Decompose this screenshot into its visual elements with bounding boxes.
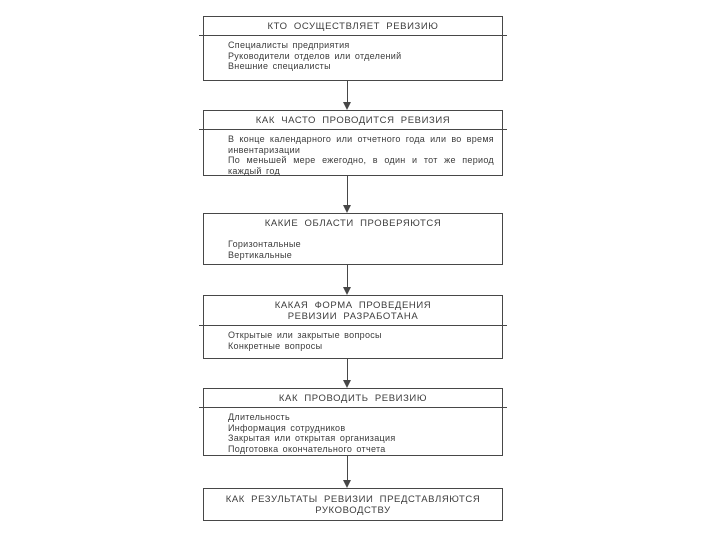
- flow-box-who-performs-audit: КТО ОСУЩЕСТВЛЯЕТ РЕВИЗИЮ Специалисты пред…: [199, 16, 507, 81]
- box-title-line: КАК ЧАСТО ПРОВОДИТСЯ РЕВИЗИЯ: [255, 115, 451, 126]
- box-title: КАК ПРОВОДИТЬ РЕВИЗИЮ: [204, 389, 502, 407]
- box-title: КАКИЕ ОБЛАСТИ ПРОВЕРЯЮТСЯ: [204, 214, 502, 232]
- box-item: Длительность: [228, 412, 290, 422]
- box-item: Информация сотрудников: [228, 422, 346, 433]
- box-title-line: КАКАЯ ФОРМА ПРОВЕДЕНИЯ: [274, 300, 432, 311]
- box-item: Руководители отделов или отделений: [228, 50, 402, 61]
- box-title: КТО ОСУЩЕСТВЛЯЕТ РЕВИЗИЮ: [204, 17, 502, 35]
- flow-box-how-often-audit: КАК ЧАСТО ПРОВОДИТСЯ РЕВИЗИЯ В конце кале…: [199, 110, 507, 179]
- title-separator-rule: [199, 325, 507, 326]
- box-item: Конкретные вопросы: [228, 340, 323, 351]
- down-arrow-connector: [343, 456, 352, 488]
- down-arrow-connector: [343, 176, 352, 213]
- box-item: Открытые или закрытые вопросы: [228, 330, 382, 340]
- arrow-head-icon: [343, 480, 351, 488]
- box-item: Подготовка окончательного отчета: [228, 443, 386, 454]
- arrow-head-icon: [343, 380, 351, 388]
- box-title-line: РЕВИЗИИ РАЗРАБОТАНА: [287, 311, 419, 322]
- arrow-head-icon: [343, 287, 351, 295]
- arrow-line: [347, 359, 348, 383]
- box-title-line: КАК ПРОВОДИТЬ РЕВИЗИЮ: [278, 393, 428, 404]
- title-separator-rule: [199, 407, 507, 408]
- down-arrow-connector: [343, 81, 352, 110]
- box-item: В конце календарного или отчетного года …: [228, 134, 494, 155]
- box-title-line: КТО ОСУЩЕСТВЛЯЕТ РЕВИЗИЮ: [267, 21, 439, 32]
- title-separator-rule: [199, 35, 507, 36]
- box-item: Вертикальные: [228, 249, 293, 260]
- box-item: Внешние специалисты: [228, 61, 331, 71]
- arrow-head-icon: [343, 205, 351, 213]
- box-item: По меньшей мере ежегодно, в один и тот ж…: [228, 155, 494, 176]
- box-body: В конце календарного или отчетного года …: [204, 130, 502, 179]
- box-title-line: РУКОВОДСТВУ: [315, 505, 391, 516]
- title-separator-rule: [199, 129, 507, 130]
- box-title: КАК ЧАСТО ПРОВОДИТСЯ РЕВИЗИЯ: [204, 111, 502, 129]
- down-arrow-connector: [343, 265, 352, 295]
- box-title-line: КАК РЕЗУЛЬТАТЫ РЕВИЗИИ ПРЕДСТАВЛЯЮТСЯ: [225, 494, 481, 505]
- box-item: Горизонтальные: [228, 239, 301, 249]
- box-title-line: КАКИЕ ОБЛАСТИ ПРОВЕРЯЮТСЯ: [264, 218, 442, 229]
- box-item: Специалисты предприятия: [228, 40, 350, 50]
- arrow-line: [347, 176, 348, 208]
- arrow-head-icon: [343, 102, 351, 110]
- box-item: Закрытая или открытая организация: [228, 433, 396, 443]
- arrow-line: [347, 81, 348, 105]
- down-arrow-connector: [343, 359, 352, 388]
- arrow-line: [347, 456, 348, 483]
- arrow-line: [347, 265, 348, 290]
